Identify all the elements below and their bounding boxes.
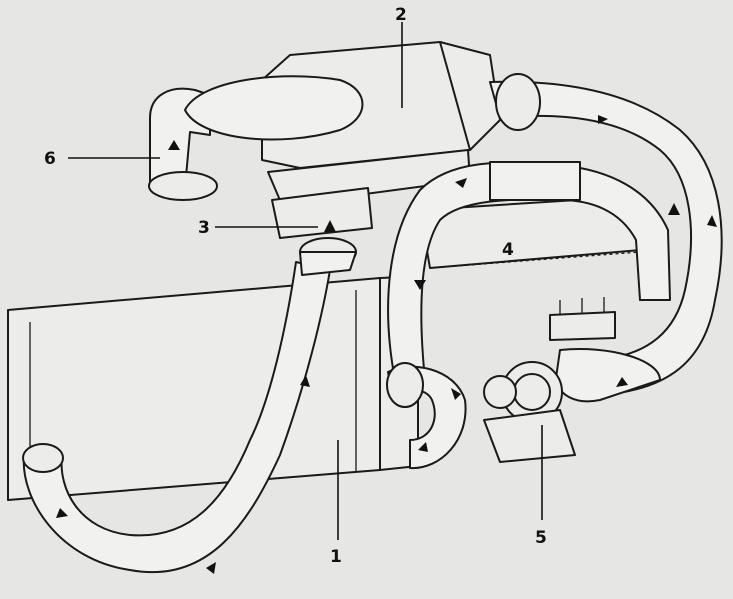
- intercooler-outlet-elbow: [386, 362, 467, 470]
- callout-label-4: 4: [502, 240, 514, 260]
- charge-pipe: [387, 161, 680, 381]
- callout-label-5: 5: [535, 528, 547, 548]
- callout-label-3: 3: [198, 218, 210, 238]
- callout-label-6: 6: [44, 149, 56, 169]
- callout-label-1: 1: [330, 547, 342, 567]
- throttle-body: [271, 187, 373, 276]
- air-box: [184, 41, 501, 206]
- turbocharger: [483, 297, 661, 463]
- intercooler: [7, 275, 419, 501]
- callout-label-2: 2: [395, 5, 407, 25]
